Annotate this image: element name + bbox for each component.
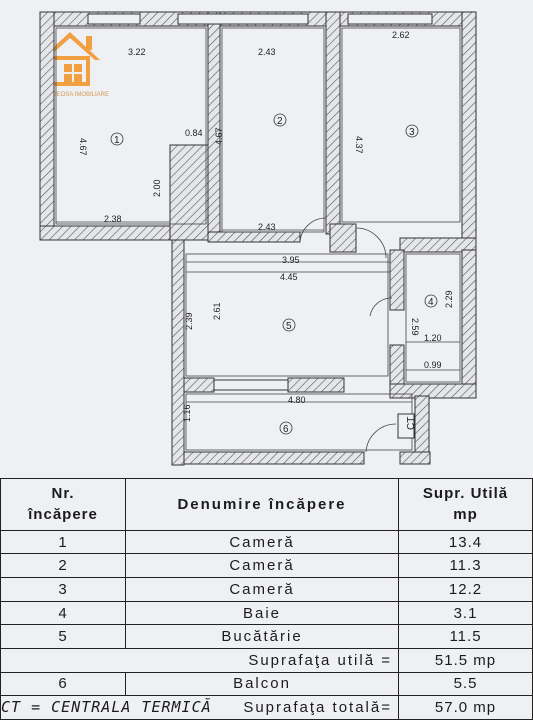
row-nr: 4	[0, 600, 126, 626]
header-nr: Nr. încăpere	[0, 478, 126, 531]
header-area-line1: Supr. Utilă	[422, 485, 509, 503]
dim-label: 2.62	[392, 30, 410, 40]
room-marker	[282, 318, 296, 332]
dim-label: 4.37	[354, 136, 364, 154]
row-area: 13.4	[398, 529, 533, 555]
ct-note: CT = CENTRALA TERMICĂ	[0, 695, 211, 720]
dim-label: 4.67	[78, 138, 88, 156]
room-marker	[405, 124, 419, 138]
windows	[87, 13, 433, 391]
dim-label: 0.99	[424, 360, 442, 370]
doors	[299, 217, 397, 453]
area-table: Nr. încăpere Denumire încăpere Supr. Uti…	[0, 478, 533, 720]
dim-label: 1.20	[424, 333, 442, 343]
row-name: Cameră	[125, 553, 399, 579]
dim-label: 1.16	[182, 404, 192, 422]
useful-empty	[0, 648, 126, 673]
row-nr: 1	[0, 529, 126, 555]
useful-label: Suprafaţa utilă =	[125, 648, 399, 673]
room-marker	[424, 294, 438, 308]
walls	[39, 11, 477, 466]
total-value: 57.0 mp	[398, 695, 533, 720]
room-number: 3	[409, 127, 415, 138]
dim-label: 2.38	[104, 214, 122, 224]
room-marker	[279, 421, 293, 435]
dim-label: 2.61	[212, 302, 222, 320]
ct-box	[397, 413, 415, 439]
useful-value: 51.5 mp	[398, 648, 533, 673]
row-name: Balcon	[125, 671, 399, 697]
dim-label: 3.22	[128, 47, 146, 57]
row-name: Bucătărie	[125, 624, 399, 649]
header-nr-line2: încăpere	[28, 506, 98, 524]
row-name: Cameră	[125, 529, 399, 555]
row-area: 3.1	[398, 600, 533, 626]
floor-plan: GEOSA IMOBILIARE	[39, 11, 477, 466]
row-area: 11.5	[398, 624, 533, 649]
row-nr: 2	[0, 553, 126, 579]
dim-label: 4.67	[214, 127, 224, 145]
room-number: 6	[283, 424, 289, 435]
dim-label: 2.39	[184, 312, 194, 330]
row-area: 11.3	[398, 553, 533, 579]
row-area: 5.5	[398, 671, 533, 697]
row-name: Cameră	[125, 577, 399, 602]
room-marker	[273, 113, 287, 127]
dim-label: 0.84	[185, 128, 203, 138]
room-marker	[110, 132, 124, 146]
row-area: 12.2	[398, 577, 533, 602]
dim-label: 4.80	[288, 395, 306, 405]
room-number: 4	[428, 297, 434, 308]
dim-label: 2.43	[258, 47, 276, 57]
row-nr: 5	[0, 624, 126, 649]
header-nr-line1: Nr.	[51, 485, 75, 503]
row-name: Baie	[125, 600, 399, 626]
room-lines	[55, 27, 461, 451]
header-name-text: Denumire încăpere	[177, 495, 347, 513]
header-name: Denumire încăpere	[125, 478, 399, 531]
room-number: 2	[277, 116, 283, 127]
header-area-line2: mp	[453, 506, 478, 524]
room-number: 1	[114, 135, 120, 146]
total-label: Suprafaţa totală=	[125, 695, 399, 720]
header-area: Supr. Utilă mp	[398, 478, 533, 531]
row-nr: 6	[0, 671, 126, 697]
dim-label: 2.43	[258, 222, 276, 232]
dim-label: 2.29	[444, 290, 454, 308]
dim-label: 4.45	[280, 272, 298, 282]
row-nr: 3	[0, 577, 126, 602]
room-number: 5	[286, 321, 292, 332]
dim-label: 2.00	[152, 179, 162, 197]
logo-text: GEOSA IMOBILIARE	[52, 92, 109, 98]
ct-label: CT	[406, 417, 417, 430]
dim-label: 3.95	[282, 255, 300, 265]
dim-label: 2.59	[410, 318, 420, 336]
